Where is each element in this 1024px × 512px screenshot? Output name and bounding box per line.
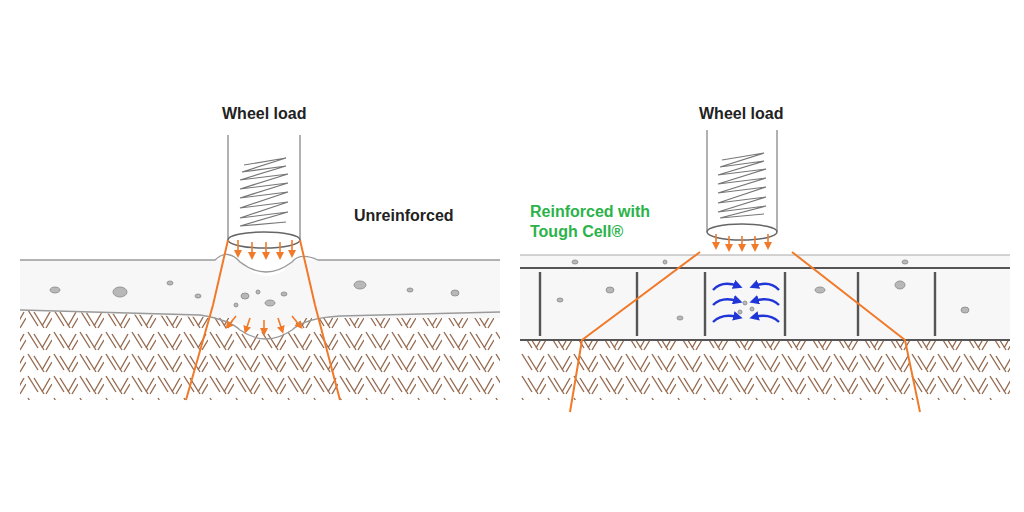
product-label: Reinforced with Tough Cell® bbox=[530, 202, 680, 242]
load-label: Wheel load bbox=[222, 104, 306, 124]
load-label: Wheel load bbox=[699, 104, 783, 124]
reinforced-section bbox=[520, 130, 1010, 412]
section-label: Unreinforced bbox=[354, 206, 454, 226]
unreinforced-section bbox=[20, 135, 500, 400]
